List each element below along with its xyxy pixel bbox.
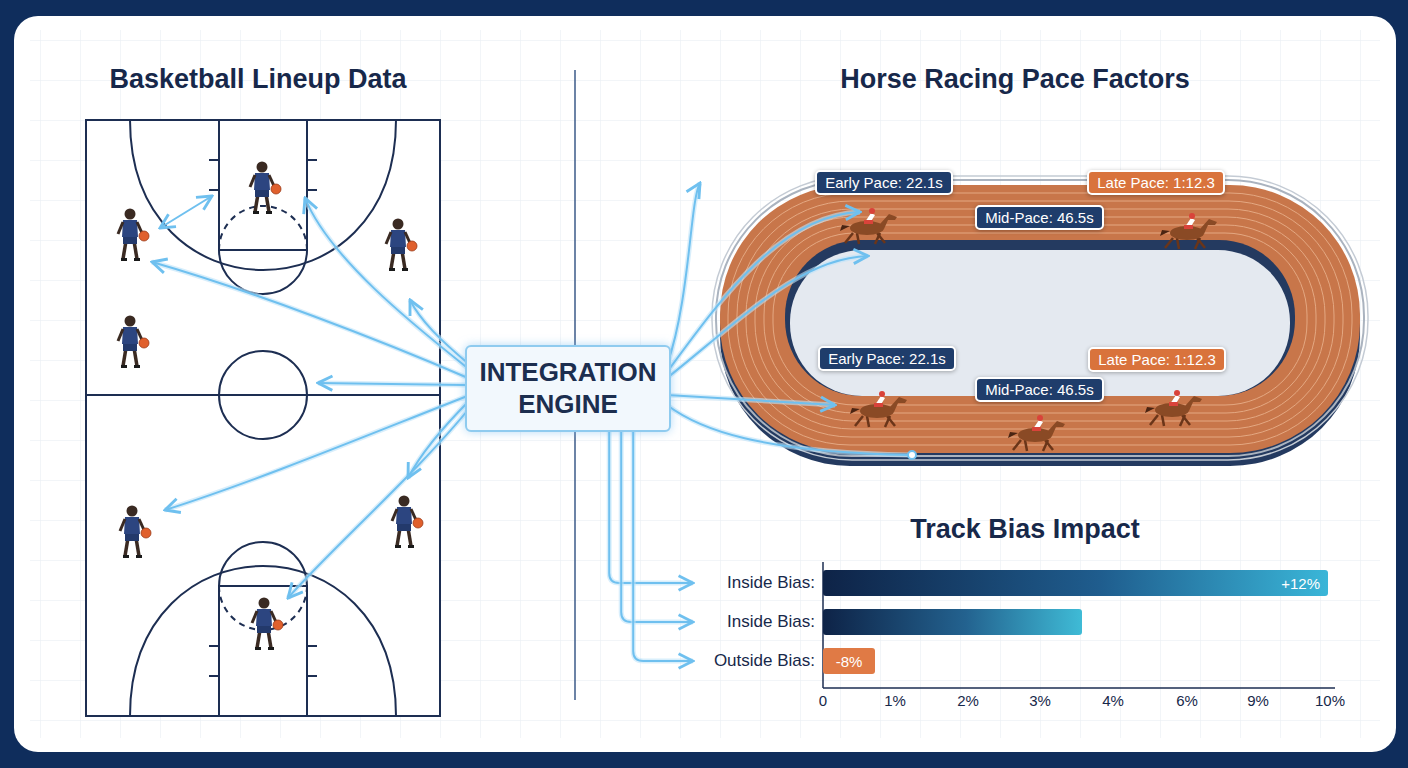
connector-glow [633,432,693,661]
axis-tick-label: 10% [1315,692,1345,709]
axis-tick-label: 3% [1029,692,1051,709]
axis-tick-label: 0 [819,692,827,709]
pace-label: Early Pace: 22.1s [828,350,946,367]
section-title: Horse Racing Pace Factors [840,64,1190,95]
connector-arrow [633,432,693,661]
section-title: Track Bias Impact [910,514,1140,545]
bar-label-cell: Inside Bias: [695,573,815,593]
bar-label: Inside Bias: [727,573,815,592]
pace-callout: Mid-Pace: 46.5s [975,205,1104,230]
bar-label-cell: Inside Bias: [695,612,815,632]
bias-bar-row: Inside Bias: [695,609,1082,635]
pace-label: Late Pace: 1:12.3 [1098,351,1216,368]
axis-tick-label: 4% [1102,692,1124,709]
pace-callout: Early Pace: 22.1s [815,170,953,195]
pace-callout: Mid-Pace: 46.5s [975,377,1104,402]
bar-label: Outside Bias: [714,651,815,670]
pace-label: Mid-Pace: 46.5s [985,209,1093,226]
bias-bar: -8% [823,648,875,674]
pace-callout: Late Pace: 1:12.3 [1088,347,1226,372]
axis-tick-label: 1% [884,692,906,709]
pace-label: Mid-Pace: 46.5s [985,381,1093,398]
bias-bar [823,609,1082,635]
bar-label: Inside Bias: [727,612,815,631]
bar-value: +12% [1281,575,1320,592]
engine-label: INTEGRATION ENGINE [479,357,657,419]
pace-callout: Early Pace: 22.1s [818,346,956,371]
bar-value: -8% [836,653,863,670]
pace-callout: Late Pace: 1:12.3 [1087,170,1225,195]
bias-bar: +12% [823,570,1328,596]
pace-label: Early Pace: 22.1s [825,174,943,191]
axis-tick-label: 9% [1247,692,1269,709]
section-title: Basketball Lineup Data [109,64,406,95]
bias-bar-row: Outside Bias: -8% [695,648,875,674]
pace-label: Late Pace: 1:12.3 [1097,174,1215,191]
engine-box: INTEGRATION ENGINE [465,345,671,432]
axis-tick-label: 2% [957,692,979,709]
bar-label-cell: Outside Bias: [695,651,815,671]
bias-bar-row: Inside Bias: +12% [695,570,1328,596]
axis-tick-label: 6% [1176,692,1198,709]
